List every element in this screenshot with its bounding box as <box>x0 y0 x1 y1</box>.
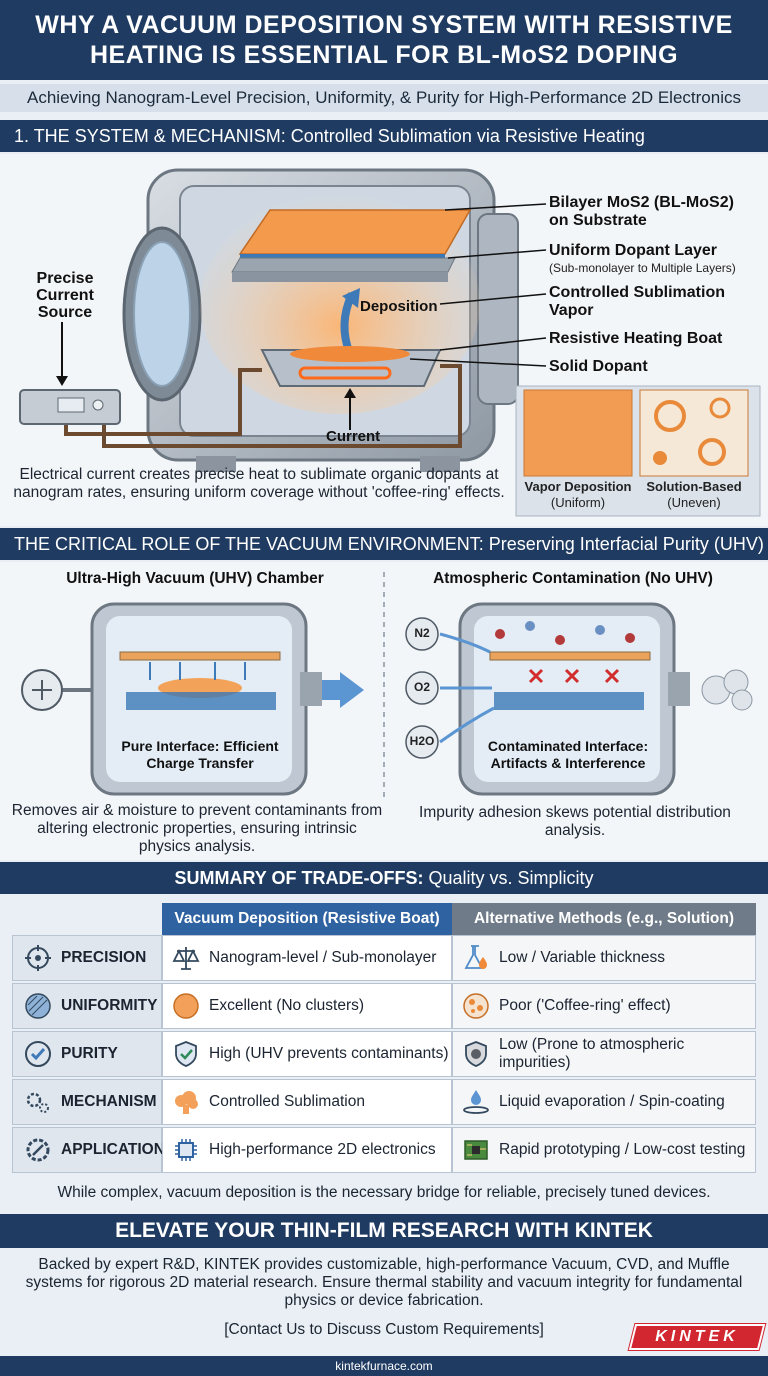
gas-o2: O2 <box>413 680 430 694</box>
uhv-caption: Removes air & moisture to prevent contam… <box>11 802 383 855</box>
uhv-title: Ultra-High Vacuum (UHV) Chamber <box>66 570 324 587</box>
vacuum-cell: High-performance 2D electronics <box>162 1127 452 1173</box>
chip-icon <box>175 1139 197 1161</box>
col-header-alt: Alternative Methods (e.g., Solution) <box>452 903 756 935</box>
table-row: PURITY High (UHV prevents contaminants) … <box>12 1031 756 1077</box>
compare-right-sub: (Uneven) <box>667 495 721 510</box>
label-boat: Resistive Heating Boat <box>549 330 723 347</box>
section3-heading-bold: SUMMARY OF TRADE-OFFS: <box>174 868 424 888</box>
kintek-logo: KINTEK <box>628 1324 766 1350</box>
row-label: APPLICATION <box>61 1141 165 1158</box>
label-deposition: Deposition <box>360 298 438 315</box>
vacuum-cell: Excellent (No clusters) <box>162 983 452 1029</box>
label-solid-dopant: Solid Dopant <box>549 358 648 375</box>
flask-drop-icon <box>464 945 487 969</box>
alt-cell: Liquid evaporation / Spin-coating <box>452 1079 756 1125</box>
page-title: WHY A VACUUM DEPOSITION SYSTEM WITH RESI… <box>35 11 733 69</box>
spotted-disc-icon <box>463 993 489 1019</box>
orange-disc-icon <box>173 993 199 1019</box>
kintek-body: Backed by expert R&D, KINTEK provides cu… <box>25 1256 743 1309</box>
section2-heading-rest: Preserving Interfacial Purity (UHV) <box>488 534 764 554</box>
compare-left-sub: (Uniform) <box>550 495 606 510</box>
vacuum-cell: Nanogram-level / Sub-monolayer <box>162 935 452 981</box>
row-label-cell: UNIFORMITY <box>12 983 162 1029</box>
contamination-title: Atmospheric Contamination (No UHV) <box>433 570 713 587</box>
alt-value: Poor ('Coffee-ring' effect) <box>499 997 671 1014</box>
deposition-system-illustration <box>19 168 761 517</box>
check-circle-icon <box>25 1041 51 1067</box>
shield-contaminated-icon <box>465 1041 487 1067</box>
label-current-source: Precise Current Source <box>36 270 94 321</box>
compare-left-title: Vapor Deposition <box>524 479 632 494</box>
hatched-circle-icon <box>25 993 51 1019</box>
vacuum-value: Controlled Sublimation <box>209 1093 365 1110</box>
compare-right-title: Solution-Based <box>646 479 742 494</box>
table-row: APPLICATION High-performance 2D electron… <box>12 1127 756 1173</box>
section1-heading-rest: Controlled Sublimation via Resistive Hea… <box>290 126 645 146</box>
row-label: MECHANISM <box>61 1093 157 1110</box>
alt-value: Rapid prototyping / Low-cost testing <box>499 1141 746 1158</box>
page-subtitle: Achieving Nanogram-Level Precision, Unif… <box>0 84 768 112</box>
section2-heading: THE CRITICAL ROLE OF THE VACUUM ENVIRONM… <box>0 528 768 560</box>
balance-scale-icon <box>172 947 200 970</box>
row-label: PRECISION <box>61 949 147 966</box>
section1-heading-bold: 1. THE SYSTEM & MECHANISM: <box>14 126 286 146</box>
row-label-cell: PRECISION <box>12 935 162 981</box>
contact-cta[interactable]: [Contact Us to Discuss Custom Requiremen… <box>224 1321 544 1338</box>
table-row: UNIFORMITY Excellent (No clusters) Poor … <box>12 983 756 1029</box>
alt-value: Low (Prone to atmospheric impurities) <box>499 1036 685 1071</box>
row-label-cell: APPLICATION <box>12 1127 165 1173</box>
alt-cell: Low / Variable thickness <box>452 935 756 981</box>
section1-heading: 1. THE SYSTEM & MECHANISM: Controlled Su… <box>0 120 768 152</box>
section4-heading: ELEVATE YOUR THIN-FILM RESEARCH WITH KIN… <box>0 1214 768 1248</box>
table-row: PRECISION Nanogram-level / Sub-monolayer… <box>12 935 756 981</box>
circuit-board-icon <box>464 1140 488 1160</box>
vacuum-comparison-illustration <box>21 572 753 802</box>
label-dopant-layer: Uniform Dopant Layer <box>549 242 718 259</box>
spin-coating-drop-icon <box>463 1090 489 1114</box>
alt-cell: Low (Prone to atmospheric impurities) <box>452 1031 756 1077</box>
gears-icon <box>26 1092 49 1113</box>
vacuum-value: Excellent (No clusters) <box>209 997 365 1014</box>
kintek-logo-text: KINTEK <box>655 1328 739 1345</box>
alt-value: Liquid evaporation / Spin-coating <box>499 1093 725 1110</box>
footer-url[interactable]: kintekfurnace.com <box>0 1356 768 1376</box>
uhv-inner-label: Pure Interface: Efficient Charge Transfe… <box>121 738 279 771</box>
page-title-bar: WHY A VACUUM DEPOSITION SYSTEM WITH RESI… <box>0 0 768 80</box>
row-label-cell: MECHANISM <box>12 1079 162 1125</box>
crosshair-icon <box>25 945 51 971</box>
row-label-cell: PURITY <box>12 1031 162 1077</box>
section2-heading-bold: THE CRITICAL ROLE OF THE VACUUM ENVIRONM… <box>14 534 484 554</box>
section3-heading: SUMMARY OF TRADE-OFFS: Quality vs. Simpl… <box>0 862 768 894</box>
section3-heading-rest: Quality vs. Simplicity <box>428 868 594 888</box>
gear-wrench-icon <box>26 1138 50 1162</box>
label-vapor: Controlled Sublimation Vapor <box>549 284 725 319</box>
col-header-vacuum: Vacuum Deposition (Resistive Boat) <box>162 903 452 935</box>
section2-panel: Ultra-High Vacuum (UHV) Chamber Atmosphe… <box>0 562 768 860</box>
vacuum-value: High (UHV prevents contaminants) <box>209 1045 449 1062</box>
label-bilayer: Bilayer MoS2 (BL-MoS2) on Substrate <box>549 194 734 229</box>
row-label: UNIFORMITY <box>61 997 158 1014</box>
vacuum-value: High-performance 2D electronics <box>209 1141 436 1158</box>
section3-caption: While complex, vacuum deposition is the … <box>57 1184 711 1201</box>
row-label: PURITY <box>61 1045 118 1062</box>
vacuum-cell: High (UHV prevents contaminants) <box>162 1031 452 1077</box>
gas-h2o: H2O <box>409 734 435 748</box>
section1-caption: Electrical current creates precise heat … <box>13 466 505 501</box>
shield-check-icon <box>175 1041 197 1067</box>
vacuum-cell: Controlled Sublimation <box>162 1079 452 1125</box>
section1-panel: Bilayer MoS2 (BL-MoS2) on Substrate Unif… <box>0 154 768 526</box>
alt-value: Low / Variable thickness <box>499 949 665 966</box>
vapor-cloud-icon <box>175 1091 198 1114</box>
vacuum-value: Nanogram-level / Sub-monolayer <box>209 949 437 966</box>
gas-n2: N2 <box>414 626 430 640</box>
table-row: MECHANISM Controlled Sublimation Liquid … <box>12 1079 756 1125</box>
alt-cell: Poor ('Coffee-ring' effect) <box>452 983 756 1029</box>
label-dopant-layer-sub: (Sub-monolayer to Multiple Layers) <box>549 261 736 275</box>
contaminated-inner-label: Contaminated Interface: Artifacts & Inte… <box>487 738 649 771</box>
label-current: Current <box>326 428 381 445</box>
contamination-caption: Impurity adhesion skews potential distri… <box>419 804 731 839</box>
alt-cell: Rapid prototyping / Low-cost testing <box>452 1127 756 1173</box>
